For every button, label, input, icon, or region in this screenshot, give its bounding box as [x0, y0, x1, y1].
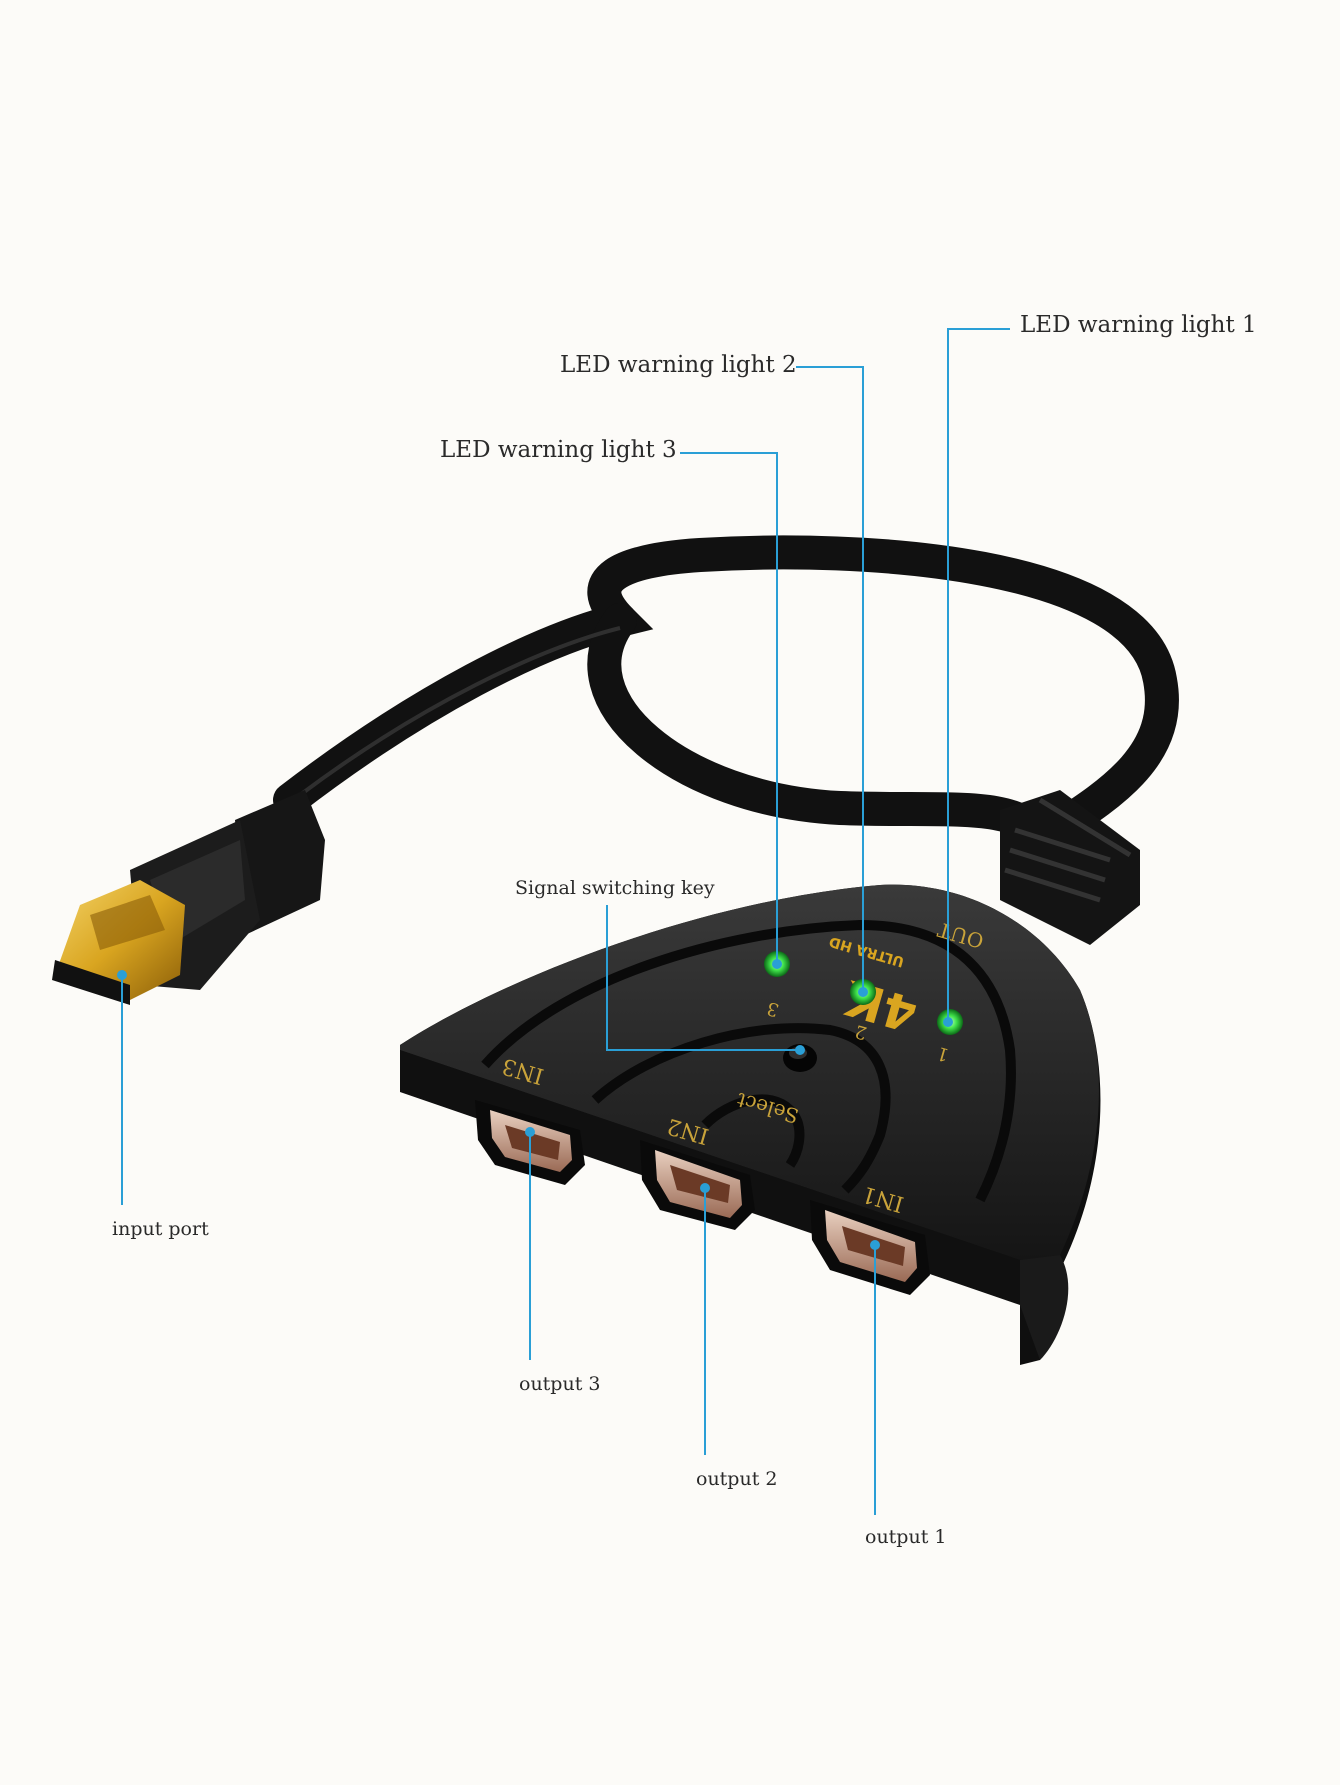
- label-led-warning-light-1: LED warning light 1: [1020, 312, 1257, 338]
- label-led-warning-light-2: LED warning light 2: [560, 352, 797, 378]
- label-output-3: output 3: [519, 1373, 600, 1395]
- label-led-warning-light-3: LED warning light 3: [440, 437, 677, 463]
- label-output-2: output 2: [696, 1468, 777, 1490]
- hdmi-plug: [52, 790, 325, 1005]
- label-input-port: input port: [112, 1218, 209, 1240]
- label-output-1: output 1: [865, 1526, 946, 1548]
- strain-relief: [1000, 790, 1140, 945]
- hdmi-cable: [290, 552, 1162, 840]
- label-signal-switching-key: Signal switching key: [515, 877, 715, 899]
